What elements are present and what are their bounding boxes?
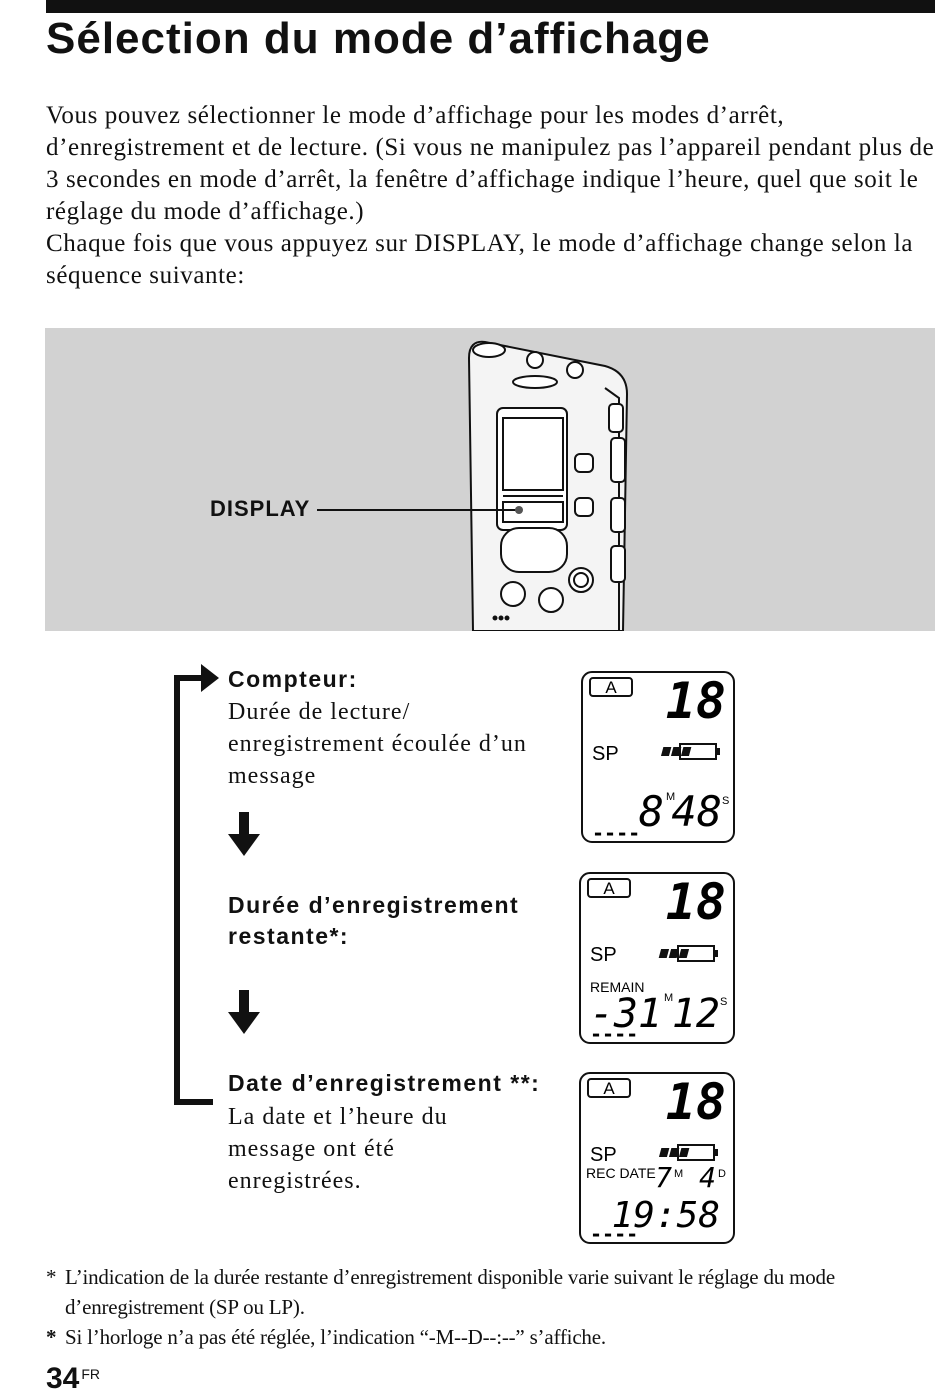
- footnote: * Si l’horloge n’a pas été réglée, l’ind…: [46, 1322, 926, 1352]
- lcd-mode: SP: [590, 1144, 617, 1166]
- battery-icon: [658, 945, 718, 962]
- lcd-label: REMAIN: [590, 979, 644, 995]
- lcd-month: 7: [655, 1161, 672, 1194]
- footnote: * L’indication de la durée restante d’en…: [46, 1262, 926, 1322]
- lcd-remain-display: A 18 SP REMAIN -31 M 12 S ----: [579, 872, 735, 1045]
- lcd-folder: A: [605, 678, 617, 697]
- lcd-message-number: 18: [666, 1073, 726, 1131]
- lcd-dashes: ----: [592, 821, 640, 844]
- lcd-label: REC DATE: [586, 1165, 656, 1181]
- intro-paragraph-1: Vous pouvez sélectionner le mode d’affic…: [46, 102, 935, 225]
- lcd-seconds: 12: [672, 991, 720, 1037]
- device-illustration: [45, 328, 935, 631]
- footnote-mark: *: [46, 1265, 57, 1289]
- lcd-unit-m: M: [674, 1168, 683, 1180]
- top-rule: [46, 0, 935, 13]
- lcd-dashes: ----: [590, 1222, 638, 1245]
- intro-paragraph-2: Chaque fois que vous appuyez sur DISPLAY…: [46, 230, 914, 289]
- intro-text: Vous pouvez sélectionner le mode d’affic…: [46, 100, 936, 292]
- lcd-unit-m: M: [664, 992, 673, 1004]
- sequence-bracket: [174, 664, 219, 1105]
- lcd-seconds: 48: [671, 787, 722, 836]
- lcd-message-number: 18: [666, 672, 726, 730]
- arrow-right-icon: [201, 664, 219, 692]
- voice-recorder-drawing: [317, 340, 629, 631]
- lcd-day: 4: [699, 1161, 716, 1194]
- footnotes: * L’indication de la durée restante d’en…: [46, 1262, 926, 1352]
- lcd-dashes: ----: [590, 1022, 638, 1045]
- display-callout-label: DISPLAY: [210, 496, 311, 521]
- battery-icon: [658, 1144, 718, 1161]
- lcd-mode: SP: [592, 743, 619, 765]
- footnote-text: L’indication de la durée restante d’enre…: [65, 1265, 835, 1319]
- lcd-unit-s: S: [722, 795, 729, 807]
- step-remaining-heading: Durée d’enregistrement restante*:: [228, 892, 520, 949]
- lcd-minutes: -31: [590, 991, 662, 1037]
- lcd-time: 19:58: [612, 1195, 720, 1236]
- lcd-folder: A: [603, 879, 615, 898]
- lcd-message-number: 18: [666, 873, 726, 931]
- lcd-unit-s: S: [720, 996, 727, 1008]
- lcd-unit-d: D: [718, 1168, 726, 1180]
- arrow-down-icon: [228, 990, 260, 1034]
- lcd-recdate-display: A 18 SP REC DATE 7 M 4 D 19:58 ----: [579, 1072, 735, 1245]
- footnote-text: Si l’horloge n’a pas été réglée, l’indic…: [65, 1325, 606, 1349]
- lcd-folder: A: [603, 1079, 615, 1098]
- arrow-down-icon: [228, 812, 260, 856]
- page-suffix: FR: [81, 1366, 101, 1382]
- step-recdate-body: La date et l’heure du message ont été en…: [228, 1104, 448, 1194]
- step-counter-heading: Compteur:: [228, 666, 358, 692]
- lcd-counter-display: A 18 SP 8 M 48 S ----: [581, 671, 735, 844]
- step-counter-body: Durée de lecture/ enregistrement écoulée…: [228, 699, 527, 789]
- step-recdate-heading: Date d’enregistrement **:: [228, 1070, 541, 1096]
- lcd-minutes: 8: [639, 787, 664, 836]
- page-title: Sélection du mode d’affichage: [46, 14, 711, 63]
- footnote-mark: *: [46, 1325, 57, 1349]
- battery-icon: [660, 743, 720, 760]
- lcd-unit-m: M: [666, 791, 675, 803]
- lcd-mode: SP: [590, 944, 617, 966]
